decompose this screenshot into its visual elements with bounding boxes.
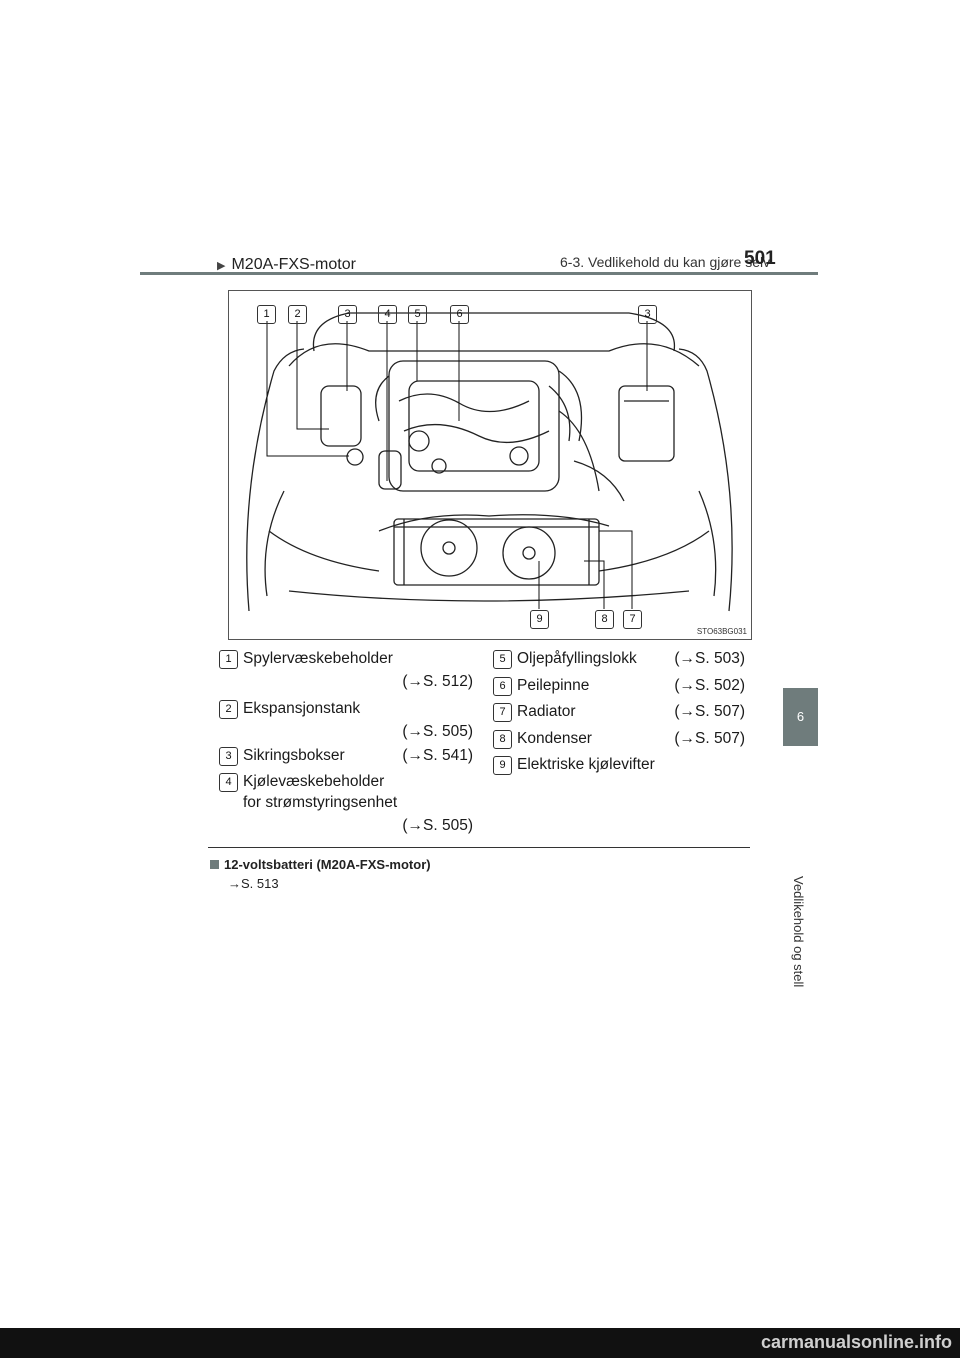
figure-code: STO63BG031 [696, 627, 747, 636]
square-bullet-icon [210, 860, 219, 869]
legend-item-9: 9 Elektriske kjølevifter [493, 756, 745, 778]
legend-item-5: 5 Oljepåfyllingslokk (→S. 503) [493, 650, 745, 672]
legend-item-8: 8 Kondenser (→S. 507) [493, 730, 745, 752]
callout-3a: 3 [338, 304, 357, 324]
callout-2: 2 [288, 304, 307, 324]
callout-8: 8 [595, 609, 614, 629]
callout-3b: 3 [638, 304, 657, 324]
section-title: M20A-FXS-motor [231, 256, 356, 273]
legend-item-6: 6 Peilepinne (→S. 502) [493, 677, 745, 699]
footer-watermark[interactable]: carmanualsonline.info [760, 1332, 952, 1352]
callout-5: 5 [408, 304, 427, 324]
legend-item-1: 1 Spylervæskebeholder (→S. 512) [219, 650, 473, 696]
legend-item-2: 2 Ekspansjonstank (→S. 505) [219, 700, 473, 746]
chapter-title: Vedlikehold og stell [791, 876, 806, 988]
callout-1: 1 [257, 304, 276, 324]
header-section-title: 6-3. Vedlikehold du kan gjøre selv [560, 254, 771, 270]
legend-item-7: 7 Radiator (→S. 507) [493, 703, 745, 725]
callout-6: 6 [450, 304, 469, 324]
callout-4: 4 [378, 304, 397, 324]
header-rule [140, 272, 818, 275]
chapter-tab[interactable]: 6 [783, 688, 818, 746]
engine-illustration: 1 2 3 4 5 6 3 9 8 7 STO63BG031 [228, 290, 752, 640]
legend-item-4: 4 Kjølevæskebeholder for strømstyringsen… [219, 773, 473, 837]
footer-bar: carmanualsonline.info [0, 1328, 960, 1358]
note-heading: 12-voltsbatteri (M20A-FXS-motor) [210, 857, 431, 872]
triangle-marker-icon: ▶ [217, 260, 226, 272]
note-page-reference[interactable]: →S. 513 [228, 876, 279, 891]
engine-bay-drawing [246, 312, 733, 612]
section-divider [208, 847, 750, 848]
page-number: 501 [744, 248, 776, 269]
callout-9: 9 [530, 609, 549, 629]
callout-7: 7 [623, 609, 642, 629]
legend-item-3: 3 Sikringsbokser (→S. 541) [219, 747, 473, 769]
section-heading: ▶ M20A-FXS-motor [217, 256, 356, 274]
